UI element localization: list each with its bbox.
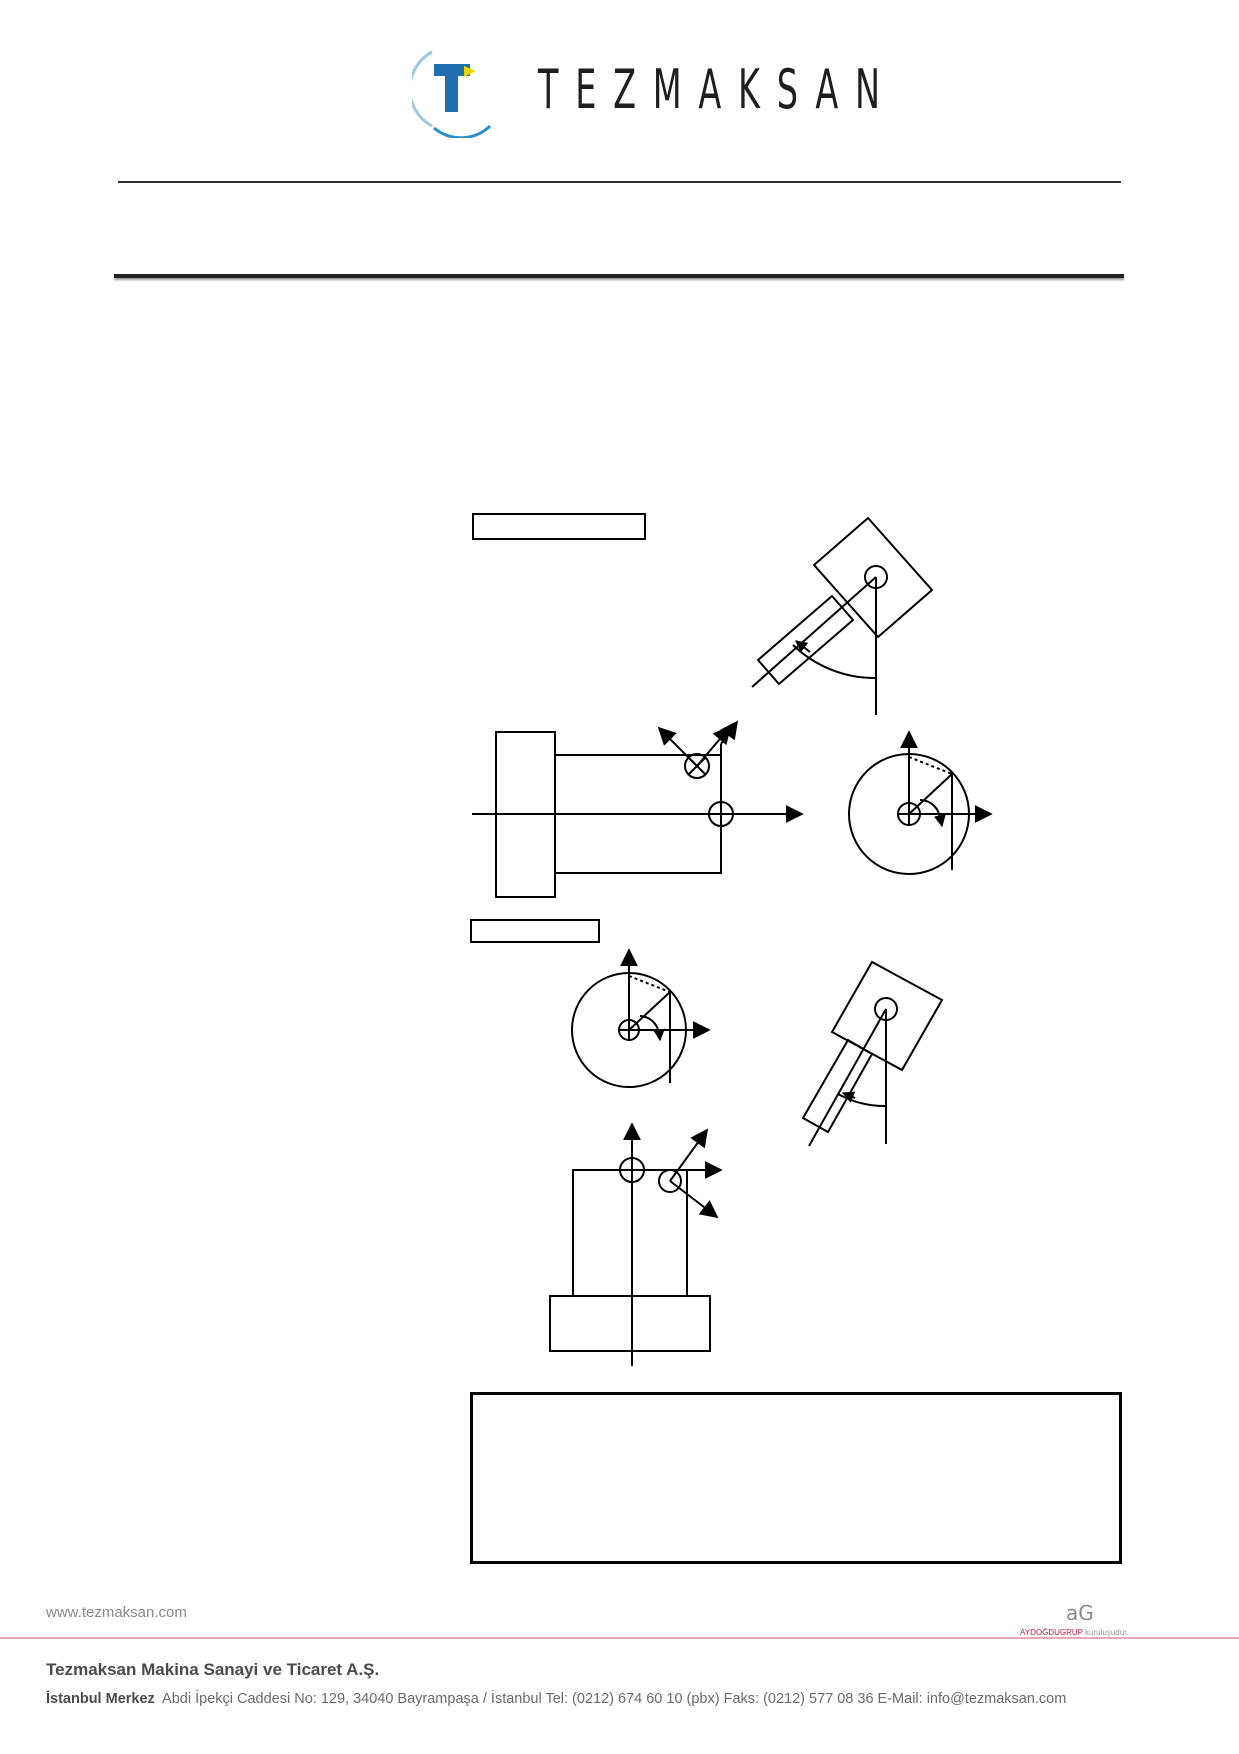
tezmaksan-logo-icon: [412, 50, 492, 138]
aydogdu-group-logo-icon: aG: [1066, 1601, 1094, 1624]
spindle-front-view-upper: [848, 730, 993, 875]
footer-website[interactable]: www.tezmaksan.com: [46, 1604, 187, 1621]
group-brand: AYDOĞDUGRUP: [1020, 1628, 1083, 1637]
group-caption: AYDOĞDUGRUP kuruluşudur.: [1016, 1628, 1133, 1637]
label-box-2: [470, 919, 600, 943]
group-suffix: kuruluşudur.: [1082, 1628, 1129, 1637]
spindle-side-view: [472, 720, 804, 898]
tilted-head-upper: [751, 516, 934, 715]
header-rule: [118, 181, 1121, 183]
spindle-front-view-lower: [571, 948, 711, 1088]
address-text: Abdi İpekçi Caddesi No: 129, 34040 Bayra…: [162, 1691, 1067, 1707]
svg-text:aG: aG: [1066, 1601, 1094, 1624]
brand-name: TEZMAKSAN: [538, 58, 897, 121]
hq-label: İstanbul Merkez: [46, 1691, 155, 1707]
tilted-head-lower: [801, 960, 944, 1147]
label-box-1: [472, 513, 646, 540]
company-name: Tezmaksan Makina Sanayi ve Ticaret A.Ş.: [46, 1660, 380, 1679]
footer-rule: [0, 1637, 1239, 1639]
section-rule: [114, 274, 1124, 278]
note-box: [470, 1392, 1122, 1564]
spindle-vertical-view: [549, 1122, 723, 1366]
company-address: İstanbul Merkez Abdi İpekçi Caddesi No: …: [46, 1691, 1066, 1707]
